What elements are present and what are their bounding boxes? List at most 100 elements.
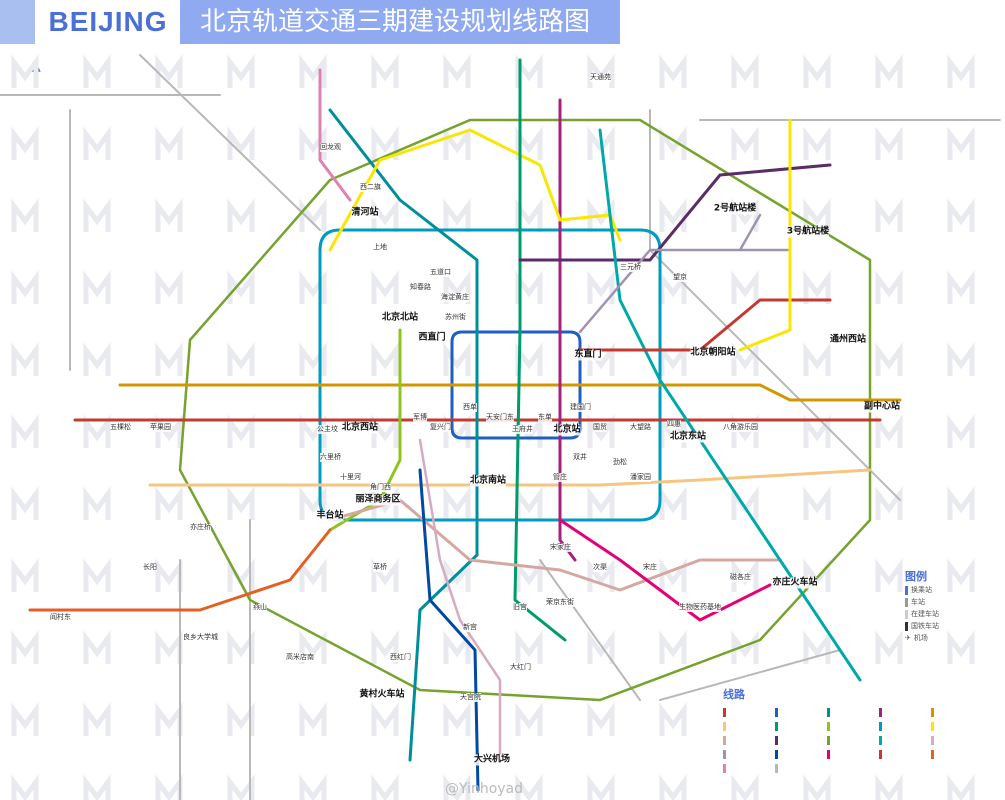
station-label[interactable]: 复兴门 (430, 423, 451, 432)
watermark-logo (875, 270, 903, 304)
station-label[interactable]: 丽泽商务区 (355, 494, 401, 506)
line-outer-ring (178, 118, 872, 702)
line-color-swatch (775, 749, 778, 759)
watermark-logo (803, 486, 831, 520)
station-label[interactable]: 大望路 (630, 423, 651, 432)
station-label[interactable]: 上地 (373, 243, 387, 252)
station-label[interactable]: 西红门 (390, 653, 411, 662)
watermark-logo (155, 342, 183, 376)
station-label[interactable]: 望京 (673, 273, 687, 282)
station-label[interactable]: 副中心站 (863, 401, 901, 413)
station-label[interactable]: 黄村火车站 (359, 689, 405, 701)
station-label[interactable]: 东单 (538, 413, 552, 422)
station-label[interactable]: 北京东站 (669, 431, 707, 443)
station-label[interactable]: 潘家园 (630, 473, 651, 482)
station-label[interactable]: 良乡大学城 (183, 633, 218, 642)
line-3 (578, 298, 832, 352)
watermark-logo (659, 126, 687, 160)
line-swatch (827, 706, 879, 718)
legend-item: 国铁车站 (905, 620, 939, 632)
station-label[interactable]: 西单 (463, 403, 477, 412)
station-label[interactable]: 王府井 (512, 425, 533, 434)
station-label[interactable]: 天安门东 (486, 413, 514, 422)
station-label[interactable]: 军博 (413, 413, 427, 422)
station-label[interactable]: 亦庄桥 (190, 523, 211, 532)
station-label[interactable]: 苹果园 (150, 423, 171, 432)
watermark-logo (731, 774, 759, 800)
station-label[interactable]: 海淀黄庄 (441, 293, 469, 302)
header-accent (0, 0, 35, 44)
station-label[interactable]: 四惠 (667, 420, 681, 429)
station-label[interactable]: 长阳 (143, 563, 157, 572)
watermark-logo (587, 558, 615, 592)
station-label[interactable]: 建国门 (570, 403, 591, 412)
station-label[interactable]: 北京西站 (341, 422, 379, 434)
station-label[interactable]: 宋庄 (643, 563, 657, 572)
station-label[interactable]: 大兴机场 (473, 754, 511, 766)
watermark-logo (299, 198, 327, 232)
station-label[interactable]: 2号航站楼 (713, 203, 757, 215)
watermark-logo (11, 270, 39, 304)
station-label[interactable]: 高米店南 (286, 653, 314, 662)
watermark-logo (947, 414, 975, 448)
station-label[interactable]: 磁各庄 (730, 573, 751, 582)
station-label[interactable]: 角门西 (370, 483, 391, 492)
station-label[interactable]: 三元桥 (620, 263, 641, 272)
station-label[interactable]: 北京北站 (381, 312, 419, 324)
watermark-logo (515, 54, 543, 88)
watermark-logo (371, 270, 399, 304)
line-swatch-grid (723, 706, 983, 774)
station-label[interactable]: 五棵松 (110, 423, 131, 432)
station-label[interactable]: 荣京东街 (546, 598, 574, 607)
station-label[interactable]: 苏州街 (445, 313, 466, 322)
watermark-logo (155, 198, 183, 232)
station-label[interactable]: 亦庄火车站 (772, 577, 818, 589)
station-label[interactable]: 天宫院 (460, 693, 481, 702)
station-label[interactable]: 旧宫 (513, 603, 527, 612)
station-label[interactable]: 东直门 (574, 349, 602, 361)
station-label[interactable]: 草桥 (373, 563, 387, 572)
watermark-logo (875, 558, 903, 592)
watermark-logo (875, 774, 903, 800)
line-5 (558, 98, 577, 562)
station-label[interactable]: 北京站 (553, 424, 581, 436)
station-label[interactable]: 北京朝阳站 (690, 347, 736, 359)
station-label[interactable]: 六里桥 (320, 453, 341, 462)
station-label[interactable]: 次渠 (593, 563, 607, 572)
station-label[interactable]: 燕山 (253, 603, 267, 612)
line-swatch (931, 706, 983, 718)
station-label[interactable]: 西直门 (418, 332, 446, 344)
line-color-swatch (931, 707, 934, 717)
station-label[interactable]: 五道口 (430, 268, 451, 277)
line-10 (318, 228, 662, 522)
station-label[interactable]: 天通苑 (590, 73, 611, 82)
station-label[interactable]: 生物医药基地 (679, 603, 721, 612)
station-label[interactable]: 管庄 (553, 473, 567, 482)
station-label[interactable]: 丰台站 (316, 510, 344, 522)
station-label[interactable]: 大红门 (510, 663, 531, 672)
watermark-logo (947, 342, 975, 376)
station-label[interactable]: 清河站 (351, 207, 379, 219)
line-color-swatch (931, 749, 934, 759)
line-6 (118, 383, 902, 402)
watermark-logo (587, 702, 615, 736)
watermark-logo (227, 702, 255, 736)
station-label[interactable]: 西二旗 (360, 183, 381, 192)
station-label[interactable]: 劲松 (613, 458, 627, 467)
station-label[interactable]: 知春路 (410, 283, 431, 292)
station-label[interactable]: 北京南站 (469, 475, 507, 487)
watermark-logo (803, 126, 831, 160)
station-label[interactable]: 3号航站楼 (786, 226, 830, 238)
station-label[interactable]: 公主坟 (317, 425, 338, 434)
station-label[interactable]: 回龙观 (320, 143, 341, 152)
station-label[interactable]: 通州西站 (829, 334, 867, 346)
station-label[interactable]: 阎村东 (50, 613, 71, 622)
station-label[interactable]: 新宫 (463, 623, 477, 632)
station-label[interactable]: 国贸 (593, 423, 607, 432)
station-label[interactable]: 八角游乐园 (723, 423, 758, 432)
station-label[interactable]: 双井 (573, 453, 587, 462)
station-label[interactable]: 宋家庄 (550, 543, 571, 552)
station-label[interactable]: 十里河 (340, 473, 361, 482)
line-17 (598, 128, 862, 682)
